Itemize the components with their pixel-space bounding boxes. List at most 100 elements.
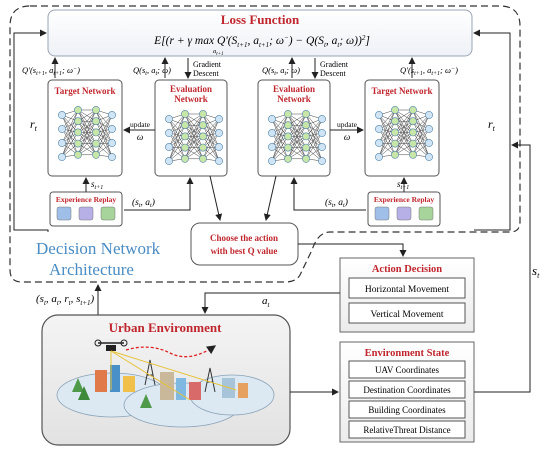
nn-edge xyxy=(287,113,307,159)
nn-node xyxy=(165,157,173,165)
nn-node xyxy=(92,106,100,114)
nn-edge xyxy=(168,132,186,159)
update-label-left: update xyxy=(130,120,151,129)
nn-edge xyxy=(394,109,414,155)
nn-edge xyxy=(271,136,289,162)
nn-node xyxy=(302,110,310,118)
nn-node xyxy=(409,150,417,159)
nn-node xyxy=(58,139,66,147)
nn-node xyxy=(92,128,100,137)
nn-node xyxy=(284,132,292,141)
experience-replay-left: Experience Replay xyxy=(49,191,123,227)
nn-edge xyxy=(394,109,414,133)
nn-node xyxy=(425,125,433,133)
nn-node xyxy=(199,154,207,163)
nn-node xyxy=(215,157,223,165)
svg-text:Experience Replay: Experience Replay xyxy=(374,195,434,204)
action-item-1: Vertical Movement xyxy=(370,310,443,320)
nn-edge xyxy=(95,121,113,144)
nn-edge xyxy=(202,132,220,159)
nn-edge xyxy=(95,109,113,130)
nn-node xyxy=(165,129,173,137)
nn-edge xyxy=(168,136,186,162)
label-a-t: at xyxy=(262,295,271,309)
nn-edge xyxy=(61,128,79,155)
nn-node xyxy=(284,154,292,163)
nn-node xyxy=(92,117,100,126)
architecture-label-2: Architecture xyxy=(49,260,134,279)
environment-state-panel: Environment State UAV Coordinates Destin… xyxy=(339,341,475,443)
architecture-boundary xyxy=(9,5,521,283)
nn-node xyxy=(92,150,100,159)
nn-node xyxy=(181,110,189,118)
nn-edge xyxy=(95,114,113,155)
nn-edge xyxy=(412,121,430,158)
nn-edge xyxy=(168,113,186,148)
nn-edge xyxy=(77,109,97,144)
architecture-label-1: Decision Network xyxy=(36,239,161,258)
svg-text:Experience Replay: Experience Replay xyxy=(56,195,116,204)
label-transition: (st, at, rt, st+1) xyxy=(36,293,95,307)
nn-edge xyxy=(202,113,220,134)
nn-node xyxy=(318,143,326,151)
nn-node xyxy=(409,128,417,137)
nn-edge xyxy=(394,132,414,155)
nn-node xyxy=(409,139,417,148)
nn-edge xyxy=(95,114,113,133)
nn-edge xyxy=(412,114,430,144)
nn-edge xyxy=(202,136,220,162)
omega-label-right: ω xyxy=(344,132,350,142)
nn-node xyxy=(268,115,276,123)
environment-state-title: Environment State xyxy=(365,348,450,359)
nn-edge xyxy=(305,113,323,134)
urban-title: Urban Environment xyxy=(109,320,222,335)
nn-edge xyxy=(77,109,97,155)
nn-edge xyxy=(95,132,113,158)
nn-node xyxy=(215,129,223,137)
nn-node xyxy=(391,150,399,159)
nn-edge xyxy=(412,132,430,158)
nn-node xyxy=(181,121,189,130)
loss-function-title: Loss Function xyxy=(221,12,300,27)
nn-node xyxy=(108,111,116,119)
nn-node xyxy=(165,115,173,123)
nn-edge xyxy=(168,118,186,148)
nn-node xyxy=(284,110,292,118)
nn-edge xyxy=(61,121,79,144)
nn-node xyxy=(375,153,383,161)
nn-edge xyxy=(287,113,307,137)
flight-path xyxy=(125,345,217,358)
nn-edge xyxy=(271,113,289,134)
nn-edge xyxy=(305,113,323,162)
nn-edge xyxy=(412,109,430,130)
env-item-2: Building Coordinates xyxy=(368,405,446,415)
nn-node xyxy=(199,121,207,130)
nn-edge xyxy=(305,132,323,159)
nn-node xyxy=(58,111,66,119)
nn-edge xyxy=(287,136,307,159)
nn-edge xyxy=(202,118,220,137)
nn-edge xyxy=(271,113,289,148)
nn-node xyxy=(74,128,82,137)
nn-node xyxy=(108,139,116,147)
svg-text:Network: Network xyxy=(174,94,208,104)
nn-node xyxy=(165,143,173,151)
nn-edge xyxy=(378,114,396,155)
nn-node xyxy=(425,111,433,119)
gradient-descent-right-2: Descent xyxy=(320,69,347,78)
label-s-t1-left: st+1 xyxy=(91,179,103,191)
nn-edge xyxy=(77,121,97,155)
nn-edge xyxy=(168,125,186,162)
nn-edge xyxy=(378,114,396,133)
gradient-descent-left-1: Gradient xyxy=(193,60,222,69)
nn-edge xyxy=(271,118,289,137)
drone-icon xyxy=(94,339,128,351)
label-r-t-left: rt xyxy=(30,117,38,133)
nn-edge xyxy=(378,114,396,144)
nn-edge xyxy=(305,136,323,162)
label-s-a-right: (st, at) xyxy=(325,197,348,209)
nn-node xyxy=(199,143,207,152)
nn-node xyxy=(375,111,383,119)
nn-edge xyxy=(95,121,113,158)
nn-edge xyxy=(77,109,97,133)
